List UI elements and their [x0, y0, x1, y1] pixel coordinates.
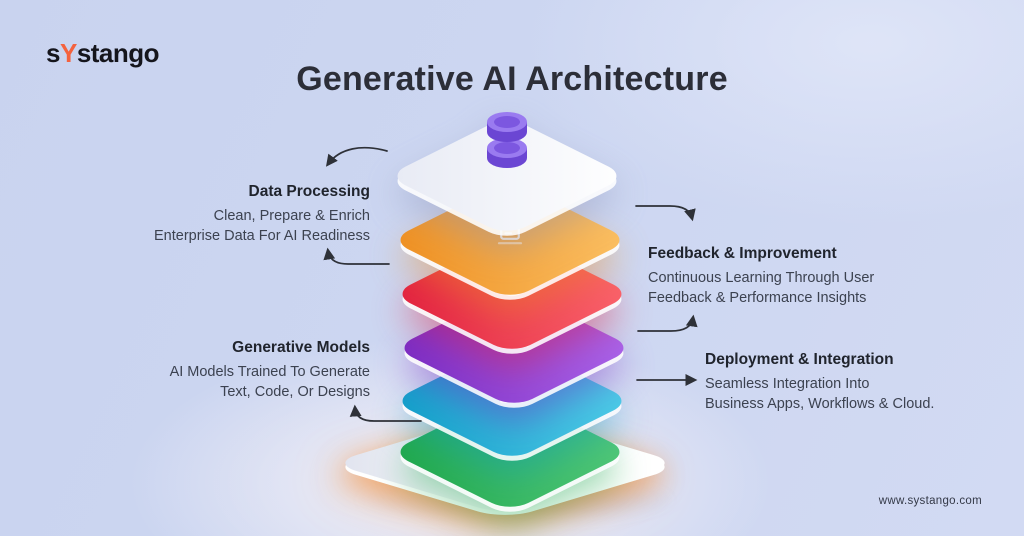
annotation-heading: Feedback & Improvement [648, 245, 837, 262]
arrow-to-feedback-improvement [635, 205, 696, 222]
annotation-line: Feedback & Performance Insights [648, 289, 867, 306]
annotation-data-processing: Data Processing Clean, Prepare & Enrich … [110, 183, 370, 246]
layer-data-sources [386, 112, 628, 237]
logo-accent-letter: Y [59, 38, 77, 68]
website-url: www.systango.com [878, 495, 982, 507]
annotation-line: Business Apps, Workflows & Cloud. [705, 395, 935, 412]
annotation-heading: Data Processing [248, 183, 370, 200]
annotation-line: Enterprise Data For AI Readiness [154, 227, 370, 244]
page-title: Generative AI Architecture [296, 60, 728, 98]
annotation-line: AI Models Trained To Generate [169, 364, 370, 380]
annotation-line: Seamless Integration Into [705, 376, 870, 392]
annotation-line: Text, Code, Or Designs [220, 383, 370, 400]
logo-prefix: s [46, 38, 60, 68]
annotation-generative-models: Generative Models AI Models Trained To G… [110, 339, 370, 402]
arrow-to-data-processing [325, 146, 388, 167]
arrow-from-purple-layer [637, 314, 698, 332]
arrow-from-red-layer [323, 247, 390, 265]
annotation-line: Continuous Learning Through User [648, 270, 875, 286]
annotation-heading: Generative Models [232, 339, 370, 356]
database-icon [479, 108, 535, 181]
annotation-deployment-integration: Deployment & Integration Seamless Integr… [705, 351, 995, 414]
logo-suffix: stango [76, 38, 160, 68]
annotation-feedback-improvement: Feedback & Improvement Continuous Learni… [648, 245, 938, 308]
systango-logo: sYstango [46, 38, 160, 69]
annotation-heading: Deployment & Integration [705, 351, 894, 368]
annotation-line: Clean, Prepare & Enrich [213, 208, 370, 224]
